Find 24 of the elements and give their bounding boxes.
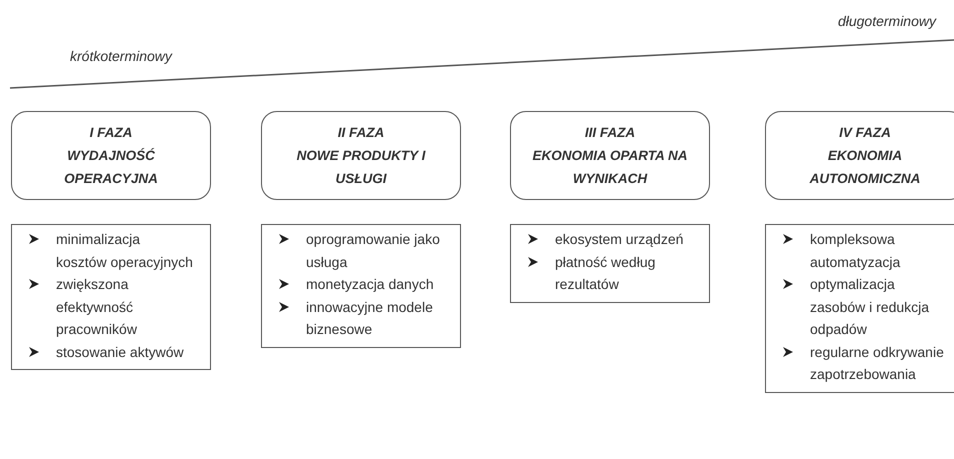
list-box <box>510 224 710 302</box>
phase-number: II FAZA <box>338 124 384 142</box>
list-box <box>11 224 211 370</box>
phase-title: WYDAJNOŚĆ OPERACYJNA <box>63 147 159 188</box>
term-label: krótkoterminowy <box>70 48 172 64</box>
phase-number: IV FAZA <box>839 124 891 142</box>
phase-title: EKONOMIA AUTONOMICZNA <box>808 147 922 188</box>
list-item: ekosystem urządzeń <box>555 230 684 249</box>
phase-number: I FAZA <box>90 124 132 142</box>
phase-box <box>11 111 211 200</box>
phase-title: EKONOMIA OPARTA NA WYNIKACH <box>532 147 688 188</box>
list-box <box>261 224 461 348</box>
phase-box <box>765 111 954 200</box>
phase-title: NOWE PRODUKTY I USŁUGI <box>296 147 426 188</box>
list-item: regularne odkrywanie zapotrzebowania <box>810 342 945 384</box>
list-item: stosowanie aktywów <box>56 342 185 362</box>
list-box <box>765 224 954 392</box>
list-item: monetyzacja danych <box>306 275 435 294</box>
list-item: płatność według rezultatów <box>555 252 656 294</box>
phase-box <box>261 111 461 200</box>
list-item: innowacyjne modele biznesowe <box>306 298 434 339</box>
phase-box <box>510 111 710 200</box>
phase-number: III FAZA <box>584 124 636 142</box>
term-label: długoterminowy <box>838 13 936 29</box>
